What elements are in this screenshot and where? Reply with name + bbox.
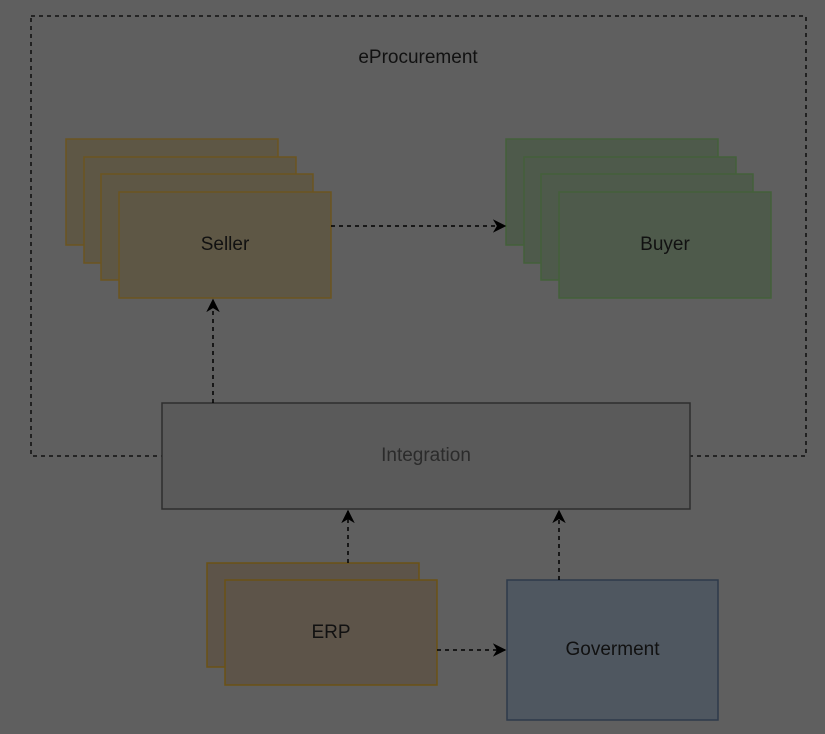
seller-stack[interactable] (65, 138, 332, 299)
erp-label: ERP (311, 621, 351, 643)
integration-label: Integration (381, 445, 471, 466)
government-label: Goverment (565, 639, 660, 660)
government-box[interactable] (506, 579, 719, 721)
erp-stack[interactable] (206, 562, 438, 686)
eprocurement-label: eProcurement (358, 47, 478, 68)
buyer-label: Buyer (640, 234, 690, 255)
integration-box[interactable] (161, 402, 691, 510)
buyer-stack[interactable] (505, 138, 772, 299)
seller-label: Seller (200, 234, 250, 255)
